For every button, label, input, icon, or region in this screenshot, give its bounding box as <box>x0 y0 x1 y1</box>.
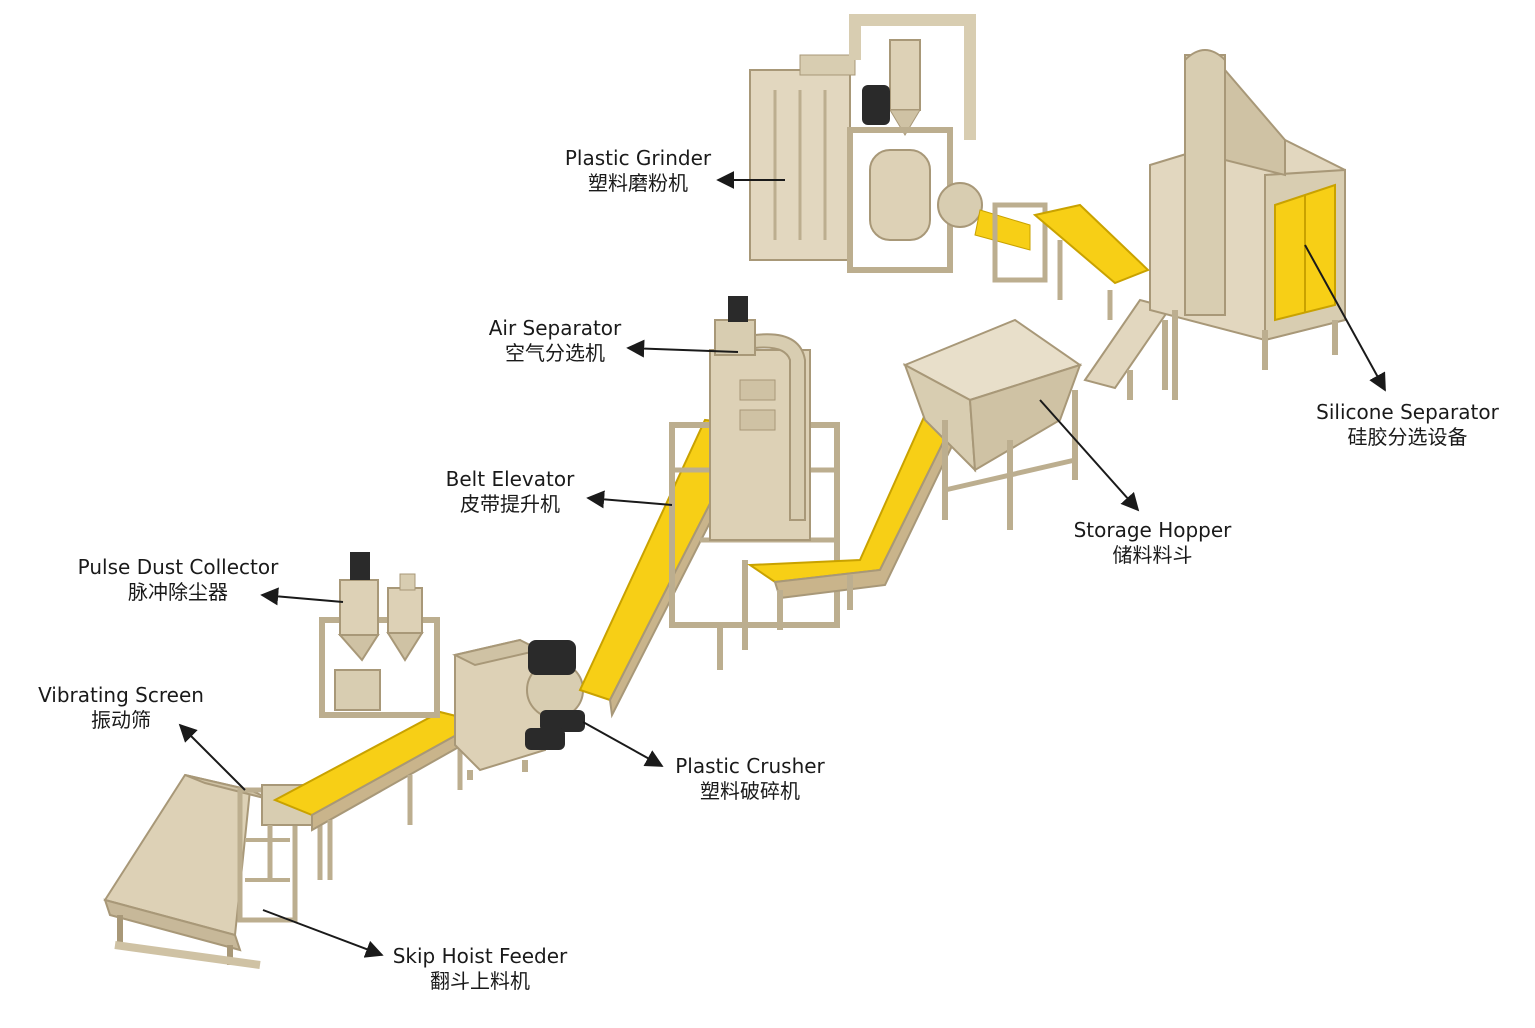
label-plastic-crusher: Plastic Crusher 塑料破碎机 <box>665 754 835 804</box>
label-belt-elevator: Belt Elevator 皮带提升机 <box>430 467 590 517</box>
label-en: Plastic Crusher <box>675 754 825 778</box>
separator-conveyor <box>1083 298 1172 400</box>
label-en: Silicone Separator <box>1316 400 1499 424</box>
label-zh: 硅胶分选设备 <box>1347 425 1468 449</box>
label-skip-hoist-feeder: Skip Hoist Feeder 翻斗上料机 <box>380 944 580 994</box>
arrow-plastic-crusher <box>582 721 664 767</box>
air-separator <box>709 296 811 541</box>
silicone-separator <box>1149 49 1346 400</box>
label-zh: 皮带提升机 <box>460 492 560 516</box>
storage-hopper <box>902 318 1083 530</box>
label-zh: 塑料破碎机 <box>700 779 800 803</box>
label-vibrating-screen: Vibrating Screen 振动筛 <box>22 683 220 733</box>
plastic-grinder <box>749 14 1150 320</box>
label-en: Air Separator <box>488 316 622 340</box>
label-zh: 脉冲除尘器 <box>128 580 228 604</box>
label-zh: 空气分选机 <box>505 341 605 365</box>
pulse-dust-collector <box>319 552 440 718</box>
label-silicone-separator: Silicone Separator 硅胶分选设备 <box>1300 400 1515 450</box>
feed-conveyor <box>272 710 483 880</box>
label-en: Belt Elevator <box>445 467 575 491</box>
label-zh: 储料料斗 <box>1112 543 1193 567</box>
arrow-vibrating-screen <box>178 723 246 791</box>
plastic-crusher <box>452 638 585 780</box>
label-zh: 翻斗上料机 <box>430 969 530 993</box>
label-zh: 塑料磨粉机 <box>588 171 688 195</box>
arrow-storage-hopper <box>1039 399 1140 512</box>
label-air-separator: Air Separator 空气分选机 <box>470 316 640 366</box>
callout-arrows <box>178 171 1386 958</box>
arrow-air-separator <box>626 339 739 358</box>
label-en: Vibrating Screen <box>38 683 204 707</box>
label-en: Storage Hopper <box>1073 518 1232 542</box>
arrow-belt-elevator <box>586 490 673 509</box>
arrow-skip-hoist <box>262 909 384 958</box>
label-plastic-grinder: Plastic Grinder 塑料磨粉机 <box>548 146 728 196</box>
label-en: Plastic Grinder <box>564 146 712 170</box>
label-en: Pulse Dust Collector <box>77 555 279 579</box>
arrow-pulse-dust <box>260 587 344 606</box>
arrow-silicone-separator <box>1304 244 1386 392</box>
label-pulse-dust-collector: Pulse Dust Collector 脉冲除尘器 <box>58 555 298 605</box>
label-en: Skip Hoist Feeder <box>392 944 568 968</box>
label-storage-hopper: Storage Hopper 储料料斗 <box>1060 518 1245 568</box>
label-zh: 振动筛 <box>91 708 151 732</box>
